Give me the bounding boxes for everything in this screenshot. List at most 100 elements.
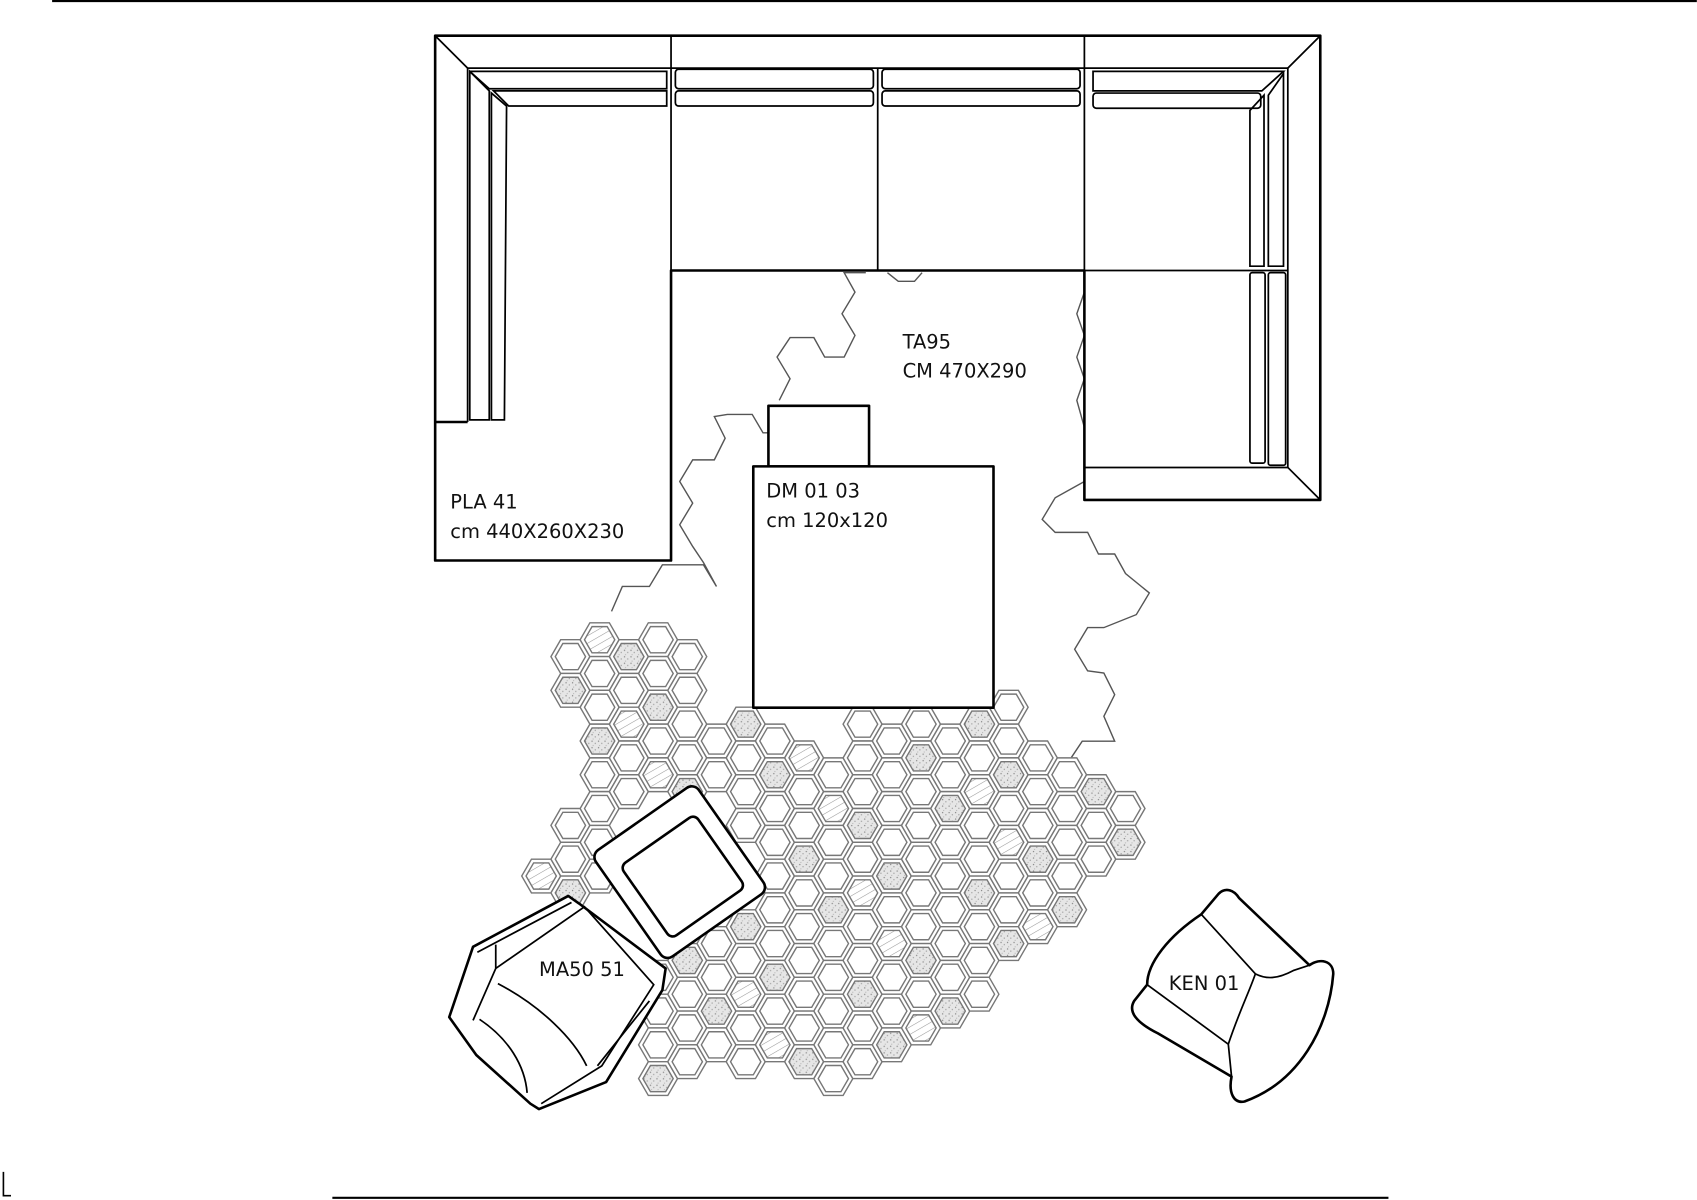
- hex-tile-inner: [963, 980, 996, 1008]
- hex-tile-inner: [905, 912, 937, 941]
- hex-tile-inner: [846, 1014, 879, 1042]
- rug-outline: [610, 271, 1151, 758]
- hex-tile-inner: [671, 710, 704, 738]
- hex-tile-inner: [992, 727, 1025, 755]
- hex-tile-inner: [788, 777, 821, 806]
- hex-tile-inner: [583, 625, 616, 654]
- hex-tile-inner: [788, 912, 821, 941]
- ottoman: [593, 785, 767, 960]
- hex-tile-inner: [1051, 895, 1084, 924]
- hex-tile-inner: [671, 946, 704, 975]
- hex-tile-inner: [758, 997, 791, 1025]
- hex-tile-inner: [729, 710, 762, 738]
- hex-tile-inner: [612, 777, 645, 806]
- table-dm0103: DM 01 03 cm 120x120: [751, 404, 995, 709]
- hex-tile-inner: [934, 997, 967, 1025]
- hex-tile-inner: [1051, 862, 1084, 890]
- hex-tile-inner: [846, 1047, 879, 1076]
- hex-tile-inner: [612, 710, 645, 738]
- hex-tile-inner: [700, 760, 733, 789]
- hex-tile-inner: [934, 963, 967, 992]
- hex-tile-inner: [758, 929, 791, 958]
- chair-code-label: KEN 01: [1169, 972, 1240, 995]
- hex-tile-inner: [788, 744, 821, 772]
- hex-tile-inner: [846, 980, 879, 1008]
- hex-tile-inner: [583, 659, 616, 688]
- hex-tile-inner: [817, 862, 850, 890]
- hex-tile-inner: [729, 946, 762, 975]
- hex-tile-inner: [671, 744, 704, 772]
- hex-tile-inner: [758, 828, 791, 857]
- hex-tile-inner: [1051, 828, 1084, 857]
- hex-tile-inner: [992, 828, 1025, 857]
- hex-tile-inner: [846, 710, 879, 738]
- hex-tile-inner: [817, 929, 850, 958]
- armchair-ma5051: MA50 51: [447, 894, 667, 1111]
- sofa-pla41: PLA 41 cm 440X260X230: [433, 34, 1322, 562]
- hex-tile-inner: [583, 794, 616, 823]
- hex-tile-inner: [875, 895, 908, 924]
- hex-tile-inner: [992, 794, 1025, 823]
- hex-tile-inner: [846, 777, 879, 806]
- hex-tile-inner: [817, 760, 850, 789]
- hex-tile-inner: [817, 828, 850, 857]
- hex-tile-inner: [992, 760, 1025, 789]
- hex-tile-inner: [875, 727, 908, 755]
- hex-tile-inner: [758, 895, 791, 924]
- hex-tile-inner: [905, 946, 937, 975]
- hex-tile-inner: [758, 760, 791, 789]
- hex-tile-inner: [934, 828, 967, 857]
- hex-tile-inner: [700, 929, 733, 958]
- hex-tile-inner: [875, 862, 908, 890]
- hex-tile-inner: [963, 777, 996, 806]
- hex-tile-inner: [671, 642, 704, 671]
- hex-tile-inner: [1080, 777, 1113, 806]
- hex-tile-inner: [963, 811, 996, 840]
- hex-tile-inner: [846, 879, 879, 907]
- hex-tile-inner: [583, 727, 616, 755]
- hex-tile-inner: [875, 997, 908, 1025]
- armchair-code-label: MA50 51: [539, 958, 625, 981]
- hex-tile-inner: [788, 811, 821, 840]
- hex-tile-inner: [1109, 828, 1142, 857]
- hex-tile-inner: [671, 1014, 704, 1042]
- hex-tile-inner: [934, 929, 967, 958]
- hex-tile-inner: [1021, 912, 1054, 941]
- hex-tile-inner: [729, 912, 762, 941]
- hex-tile-inner: [992, 895, 1025, 924]
- hex-tile-inner: [963, 845, 996, 873]
- hex-tile-inner: [992, 929, 1025, 958]
- hex-tile-inner: [1080, 845, 1113, 873]
- hex-tile-inner: [642, 727, 675, 755]
- hex-tile-inner: [963, 879, 996, 907]
- hex-tile-inner: [934, 895, 967, 924]
- hex-tile-inner: [758, 727, 791, 755]
- hex-tile-inner: [817, 997, 850, 1025]
- hex-tile-inner: [700, 963, 733, 992]
- hex-tile-inner: [612, 744, 645, 772]
- hex-tile-inner: [1051, 794, 1084, 823]
- sofa-code-label: PLA 41: [450, 491, 517, 514]
- table-size-label: cm 120x120: [766, 509, 888, 532]
- rug-code-label: TA95: [902, 330, 951, 353]
- hex-tile-inner: [875, 828, 908, 857]
- hex-tile-inner: [905, 744, 937, 772]
- hex-tile-inner: [846, 845, 879, 873]
- hex-tile-inner: [788, 980, 821, 1008]
- hex-tile-inner: [729, 777, 762, 806]
- hex-tile-inner: [729, 1047, 762, 1076]
- hex-tile-inner: [1021, 811, 1054, 840]
- hex-tile-inner: [788, 946, 821, 975]
- hex-tile-inner: [846, 912, 879, 941]
- hex-tile-inner: [671, 980, 704, 1008]
- hex-tile-inner: [934, 794, 967, 823]
- hex-tile-inner: [642, 1031, 675, 1059]
- rug-hex-tiles: [520, 622, 1146, 1097]
- hex-tile-inner: [642, 625, 675, 654]
- hex-tile-inner: [554, 676, 587, 705]
- hex-tile-inner: [729, 744, 762, 772]
- hex-tile-inner: [1021, 744, 1054, 772]
- hex-tile-inner: [875, 963, 908, 992]
- chair-ken01: KEN 01: [1130, 888, 1335, 1104]
- hex-tile-inner: [642, 693, 675, 722]
